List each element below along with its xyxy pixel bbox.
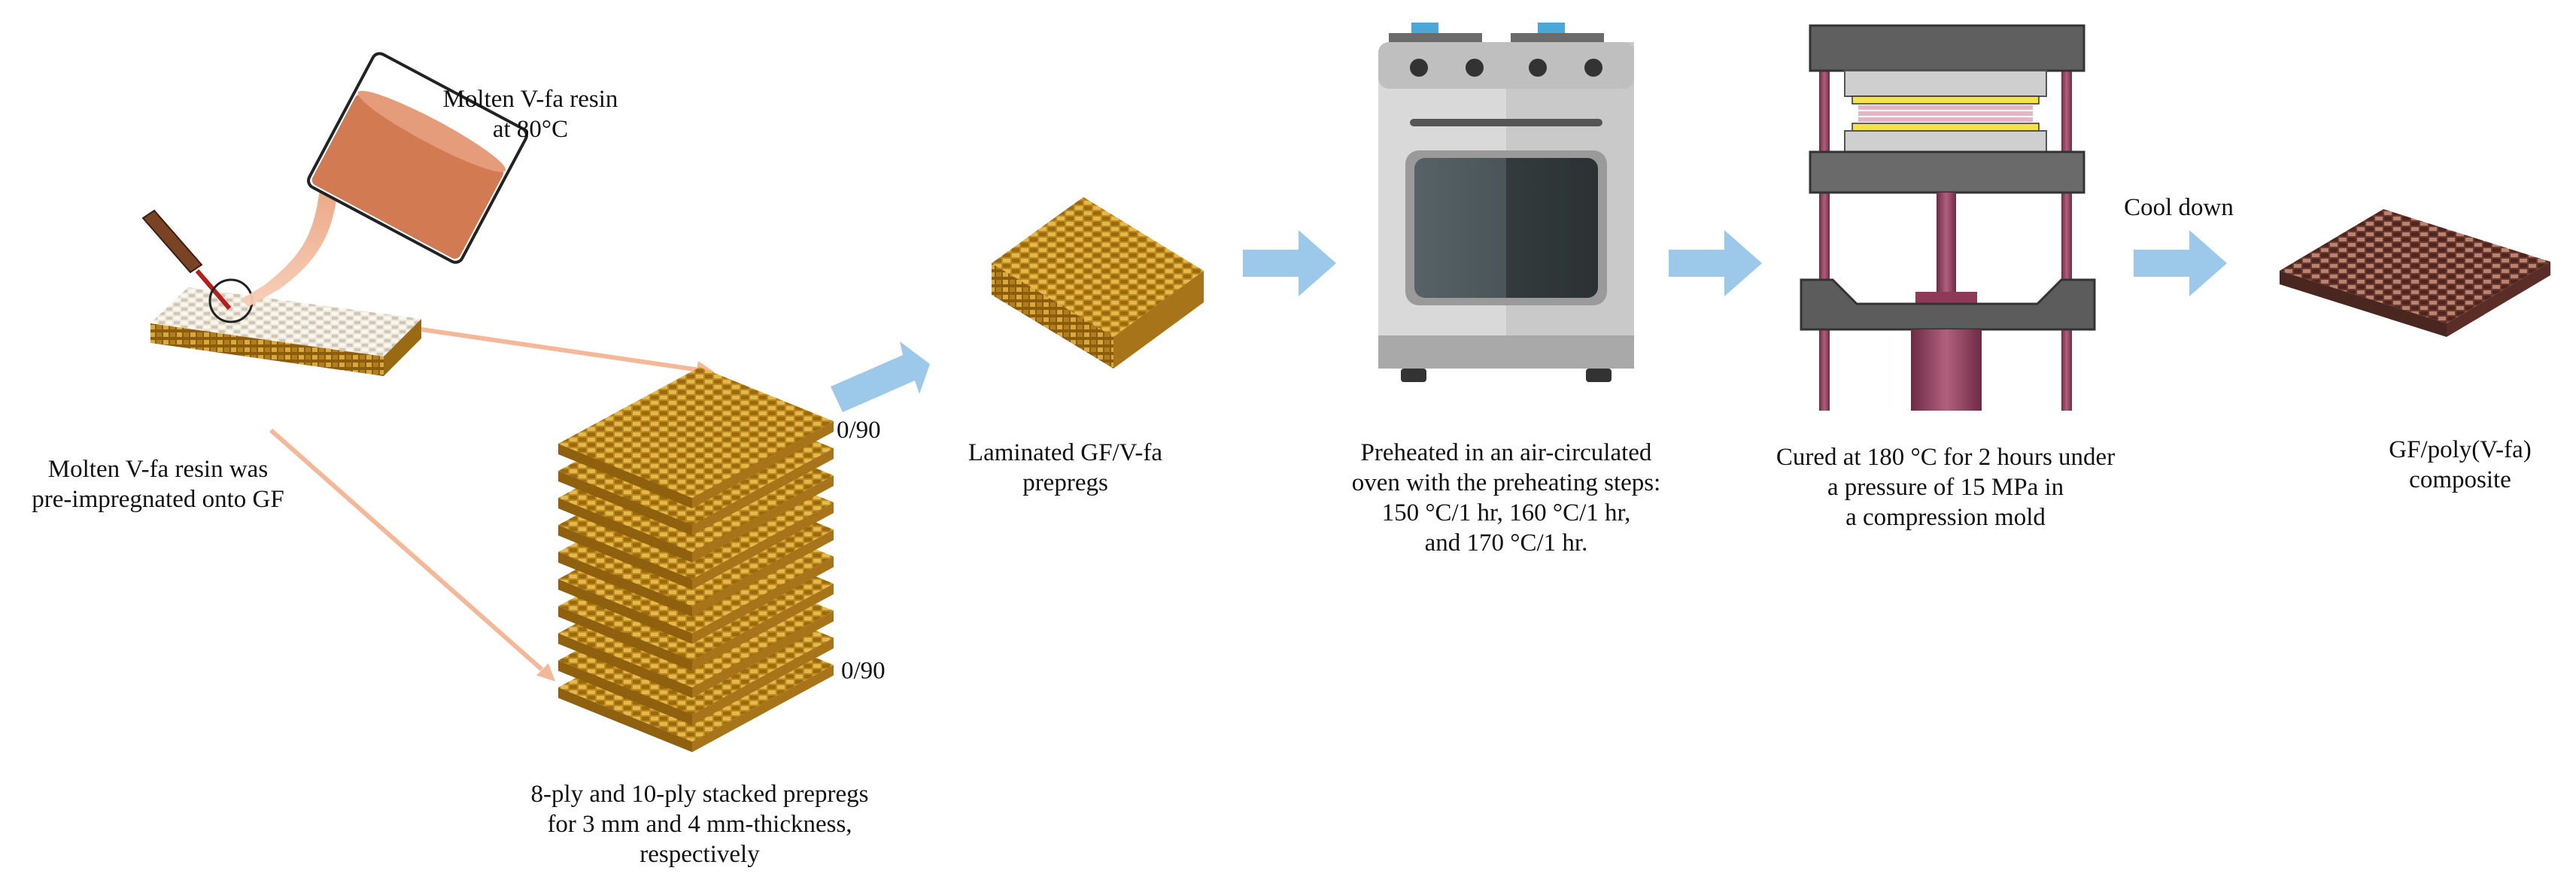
label-line: Molten V-fa resin (442, 86, 618, 113)
prepreg-ply-edge (692, 529, 834, 617)
prepreg-ply-edge (692, 584, 834, 671)
woven-fabric-icon (150, 287, 421, 376)
label-line: Laminated GF/V-fa (968, 439, 1163, 466)
cured-label: Cured at 180 °C for 2 hours under a pres… (1742, 442, 2149, 532)
prepreg-ply-edge (558, 471, 692, 536)
prepreg-stack-icon (558, 367, 834, 752)
label-line: 150 °C/1 hr, 160 °C/1 hr, (1381, 499, 1631, 526)
compression-press-icon (1800, 24, 2096, 411)
prepreg-ply-edge (558, 525, 692, 590)
label-line: prepregs (1022, 469, 1108, 496)
oven-icon (1378, 23, 1634, 382)
beaker-icon (307, 52, 528, 264)
label-line: and 170 °C/1 hr. (1424, 529, 1588, 557)
prepreg-ply-edge (558, 660, 692, 725)
prepreg-ply-edge (558, 687, 692, 752)
guide-arrow (421, 327, 715, 379)
label-line: at 80°C (492, 116, 569, 143)
label-line: pre-impregnated onto GF (32, 486, 284, 513)
label-line: respectively (639, 841, 760, 868)
prepreg-ply-edge (558, 633, 692, 698)
prepreg-ply-edge (558, 444, 692, 508)
process-arrow-icon (831, 341, 930, 412)
pre-impregnated-label: Molten V-fa resin was pre-impregnated on… (8, 454, 308, 514)
prepreg-ply-edge (558, 579, 692, 644)
stirring-rod-icon (141, 209, 254, 323)
composite-panel-icon (2280, 209, 2550, 337)
label-line: composite (2409, 466, 2511, 493)
prepreg-ply-edge (692, 475, 834, 563)
label-line: a pressure of 15 MPa in (1827, 474, 2064, 501)
molten-resin-label: Molten V-fa resin at 80°C (421, 84, 639, 144)
prepreg-ply-edge (558, 606, 692, 671)
prepreg-ply-edge (692, 665, 834, 752)
composite-label: GF/poly(V-fa) composite (2347, 435, 2573, 495)
laminated-label: Laminated GF/V-fa prepregs (930, 438, 1201, 498)
label-line: a compression mold (1845, 504, 2046, 531)
prepreg-ply-edge (558, 498, 692, 563)
label-line: Preheated in an air-circulated (1360, 439, 1652, 466)
preheated-label: Preheated in an air-circulated oven with… (1318, 438, 1694, 558)
prepreg-ply-edge (692, 611, 834, 698)
stack-orientation-bottom-label: 0/90 (841, 657, 886, 684)
label-line: oven with the preheating steps: (1351, 469, 1661, 496)
label-line: for 3 mm and 4 mm-thickness, (547, 811, 852, 838)
label-line: 8-ply and 10-ply stacked prepregs (530, 781, 869, 808)
stacked-prepregs-label: 8-ply and 10-ply stacked prepregs for 3 … (481, 779, 918, 869)
guide-arrow (269, 428, 555, 681)
prepreg-ply-edge (558, 552, 692, 617)
label-line: Cured at 180 °C for 2 hours under (1776, 444, 2116, 471)
label-line: GF/poly(V-fa) (2389, 436, 2532, 463)
prepreg-ply-edge (692, 557, 834, 644)
prepreg-ply-edge (692, 502, 834, 590)
prepreg-ply-edge (692, 421, 834, 508)
process-arrow-icon (1243, 230, 1336, 296)
laminate-icon (992, 197, 1204, 369)
process-arrow-icon (2134, 230, 2227, 296)
prepreg-ply-edge (692, 448, 834, 536)
label-line: Molten V-fa resin was (47, 456, 269, 483)
stack-orientation-top-label: 0/90 (837, 417, 881, 444)
prepreg-ply-edge (692, 638, 834, 725)
prepreg-ply (558, 367, 834, 498)
cool-down-label: Cool down (2124, 194, 2234, 221)
process-arrow-icon (1669, 230, 1762, 296)
